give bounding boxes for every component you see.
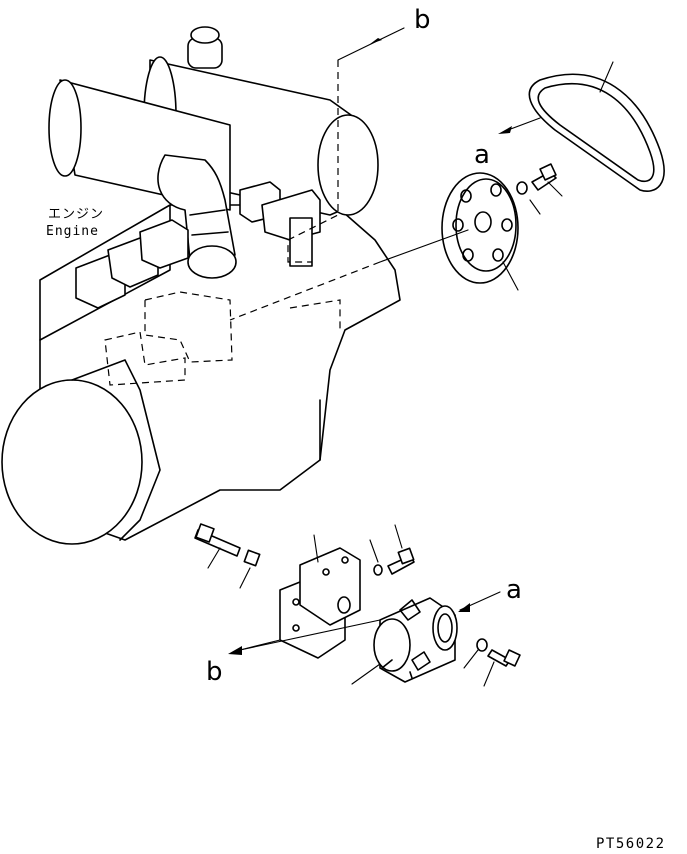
ac-compressor [351,597,458,685]
callout-b-bottom: b [206,657,223,687]
bracket-bolt-right [369,524,415,576]
bracket-bolt-left [194,523,241,569]
arrow-a-top [498,117,541,134]
drawing-number: PT56022 [596,836,666,852]
bracket-nut-left [239,549,261,589]
flywheel-cover [1,379,143,545]
engine-label-en: Engine [46,224,99,239]
compressor-bolt [463,638,521,687]
engine-label-jp: エンジン [48,207,104,222]
crank-pulley [441,172,519,291]
callout-b-top: b [414,5,431,35]
compressor-bracket [279,534,361,659]
arrow-a-bottom [458,591,501,612]
pulley-bolt [516,163,563,215]
drive-belt [528,61,665,192]
arrow-b-top [337,27,405,61]
engine-assembly [1,26,401,545]
callout-a-bottom: a [506,575,522,605]
arrow-b-bottom [228,639,281,655]
callout-a-top: a [474,140,490,170]
